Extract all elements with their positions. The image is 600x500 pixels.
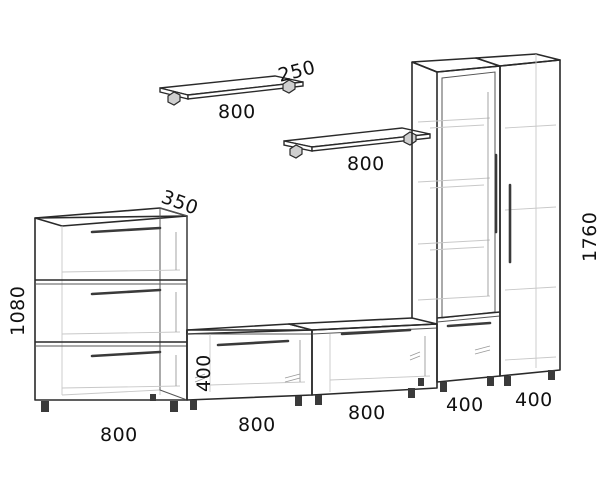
dim-tall-unit-height: 1760 xyxy=(579,212,600,262)
tall-column-cabinet xyxy=(475,53,561,386)
dim-width-low-unit-1: 800 xyxy=(238,414,276,436)
dim-shelf-top-depth: 250 xyxy=(276,56,318,86)
dim-width-glass-column: 400 xyxy=(446,394,484,416)
low-cabinet-1 xyxy=(186,323,313,410)
low-cabinet-2 xyxy=(288,317,438,405)
wall-shelf-top xyxy=(159,75,304,106)
dim-width-left-stack: 800 xyxy=(100,424,138,446)
dim-width-tall-column: 400 xyxy=(515,389,553,411)
dim-low-unit-height: 400 xyxy=(193,354,215,392)
dim-shelf-mid-width: 800 xyxy=(347,153,385,175)
left-cabinet-stack xyxy=(34,207,188,412)
dim-width-low-unit-2: 800 xyxy=(348,402,386,424)
dim-shelf-top-width: 800 xyxy=(218,101,256,123)
dim-left-stack-height: 1080 xyxy=(7,286,29,336)
wall-shelf-middle xyxy=(283,127,431,159)
